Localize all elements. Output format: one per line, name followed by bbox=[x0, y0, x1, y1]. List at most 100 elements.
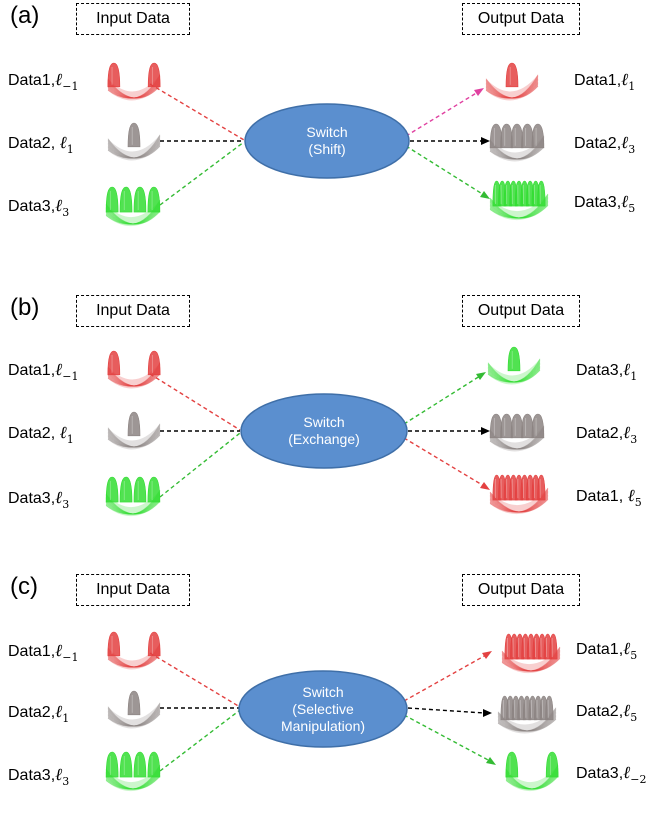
beam-wireframe bbox=[505, 751, 559, 792]
beam-wireframe bbox=[105, 476, 161, 517]
input-label-3: Data3,ℓ3 bbox=[8, 196, 70, 219]
output-label-3: Data3,ℓ5 bbox=[574, 192, 636, 215]
beam-wireframe bbox=[107, 631, 161, 670]
switch-title: Switch bbox=[306, 124, 348, 140]
connector-out-1 bbox=[403, 375, 481, 425]
panel-label: (c) bbox=[10, 573, 38, 600]
oam-beam-icon bbox=[489, 474, 549, 515]
connector-in-3 bbox=[159, 432, 241, 498]
switch-node: Switch (Exchange) bbox=[240, 393, 408, 469]
input-label-2: Data2,ℓ1 bbox=[8, 702, 70, 725]
oam-beam-icon bbox=[505, 751, 559, 792]
arrowhead bbox=[480, 191, 490, 199]
beam-wireframe bbox=[107, 62, 161, 101]
oam-beam-icon bbox=[497, 695, 557, 734]
beam-wireframe bbox=[501, 633, 561, 674]
input-data-box: Input Data bbox=[76, 3, 190, 35]
connection-lines bbox=[149, 372, 490, 498]
beam-wireframe bbox=[489, 180, 549, 221]
oam-beam-icon bbox=[107, 62, 161, 101]
arrowhead bbox=[481, 427, 490, 435]
panel-label: (a) bbox=[10, 2, 40, 29]
oam-beam-icon bbox=[105, 751, 161, 792]
switch-mode: (Shift) bbox=[308, 141, 346, 157]
connection-lines bbox=[149, 651, 496, 772]
output-data-box: Output Data bbox=[462, 295, 580, 327]
beam-wireframe bbox=[107, 411, 161, 450]
oam-beam-icon bbox=[105, 186, 161, 227]
input-label-1: Data1,ℓ−1 bbox=[8, 70, 79, 93]
arrowhead bbox=[480, 482, 490, 490]
beam-wireframe bbox=[487, 346, 541, 385]
beam-wireframe bbox=[489, 123, 545, 162]
output-label-2: Data2,ℓ5 bbox=[576, 701, 638, 724]
output-label-1: Data1,ℓ5 bbox=[576, 639, 638, 662]
oam-beam-icon bbox=[489, 180, 549, 221]
input-label-2: Data2, ℓ1 bbox=[8, 423, 74, 446]
connector-in-1 bbox=[149, 373, 241, 431]
connector-out-3 bbox=[403, 714, 491, 762]
switch-title: Switch bbox=[303, 414, 345, 430]
arrowhead bbox=[483, 709, 492, 717]
output-data-title: Output Data bbox=[477, 581, 565, 598]
connector-out-3 bbox=[405, 145, 485, 196]
oam-beam-icon bbox=[487, 346, 541, 385]
connector-in-1 bbox=[149, 83, 245, 141]
beam-wireframe bbox=[107, 690, 161, 729]
beam-wireframe bbox=[497, 695, 557, 734]
beam-wireframe bbox=[105, 751, 161, 792]
connector-in-3 bbox=[159, 141, 245, 206]
panel-b: (b) Input Data Output Data Switch (Excha… bbox=[0, 292, 653, 558]
input-label-3: Data3,ℓ3 bbox=[8, 765, 70, 788]
oam-beam-icon bbox=[107, 122, 161, 161]
input-label-2: Data2, ℓ1 bbox=[8, 133, 74, 156]
input-data-title: Input Data bbox=[96, 581, 170, 598]
oam-beam-icon bbox=[501, 633, 561, 674]
oam-beam-icon bbox=[489, 123, 545, 162]
beam-wireframe bbox=[105, 186, 161, 227]
switch-title: Switch bbox=[302, 683, 344, 700]
switch-node: Switch (Selective Manipulation) bbox=[238, 670, 408, 748]
connection-lines bbox=[149, 83, 490, 206]
input-label-1: Data1,ℓ−1 bbox=[8, 360, 79, 383]
switch-node: Switch (Shift) bbox=[244, 103, 410, 179]
beam-wireframe bbox=[489, 474, 549, 515]
oam-beam-icon bbox=[107, 350, 161, 389]
arrowhead bbox=[486, 757, 496, 765]
switch-mode: (Selective bbox=[292, 700, 354, 717]
output-label-2: Data2,ℓ3 bbox=[576, 423, 638, 446]
arrowhead bbox=[476, 372, 486, 380]
oam-beam-icon bbox=[489, 413, 545, 452]
panel-label: (b) bbox=[10, 294, 40, 321]
connector-out-2 bbox=[407, 707, 485, 714]
output-data-title: Output Data bbox=[477, 10, 565, 27]
oam-beam-icon bbox=[105, 476, 161, 517]
panel-a: (a) Input Data Output Data Switch (Shift… bbox=[0, 0, 653, 266]
connector-in-1 bbox=[149, 652, 241, 708]
oam-beam-icon bbox=[107, 690, 161, 729]
connector-out-1 bbox=[405, 91, 479, 137]
beam-wireframe bbox=[489, 413, 545, 452]
beam-wireframe bbox=[107, 122, 161, 161]
connector-out-1 bbox=[403, 654, 487, 702]
output-label-1: Data1,ℓ1 bbox=[574, 70, 636, 93]
connector-out-3 bbox=[403, 437, 485, 487]
input-data-title: Input Data bbox=[96, 10, 170, 27]
beam-wireframe bbox=[107, 350, 161, 389]
arrowhead bbox=[481, 137, 490, 145]
arrowhead bbox=[474, 88, 484, 96]
switch-mode: (Exchange) bbox=[288, 431, 360, 447]
input-data-box: Input Data bbox=[76, 295, 190, 327]
output-label-1: Data3,ℓ1 bbox=[576, 360, 638, 383]
output-data-box: Output Data bbox=[462, 3, 580, 35]
oam-beam-icon bbox=[485, 62, 539, 101]
output-label-3: Data3,ℓ−2 bbox=[576, 763, 647, 786]
beam-wireframe bbox=[485, 62, 539, 101]
arrowhead bbox=[482, 651, 492, 659]
panel-c: (c) Input Data Output Data Switch (Selec… bbox=[0, 571, 653, 837]
output-label-3: Data1, ℓ5 bbox=[576, 486, 642, 509]
input-label-1: Data1,ℓ−1 bbox=[8, 641, 79, 664]
input-label-3: Data3,ℓ3 bbox=[8, 488, 70, 511]
output-data-title: Output Data bbox=[477, 302, 565, 319]
oam-beam-icon bbox=[107, 411, 161, 450]
